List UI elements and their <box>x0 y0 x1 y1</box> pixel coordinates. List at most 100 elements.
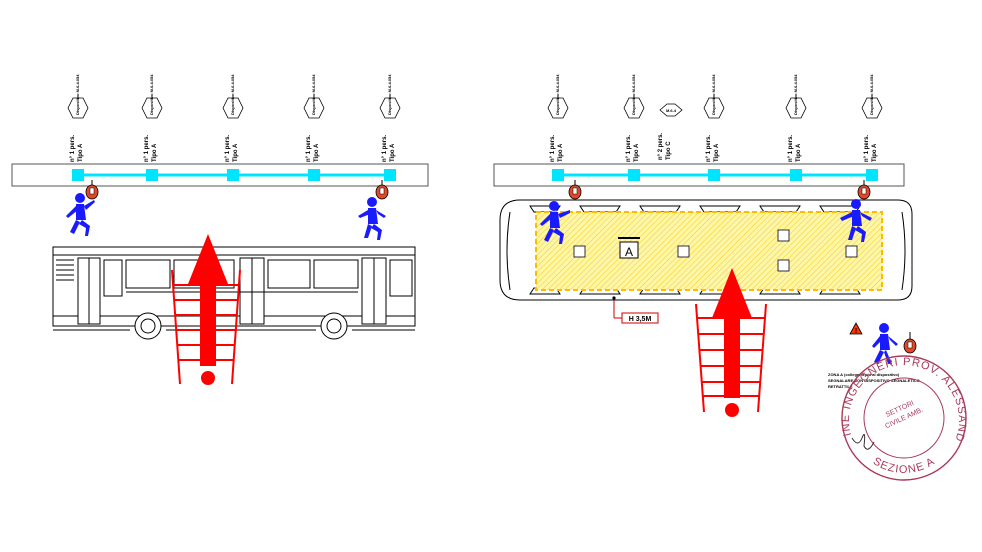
post-label-type: Tipo A <box>558 143 564 162</box>
post-tag-text: Dispositivo M.6.4.054 <box>387 74 392 115</box>
roof-hatch <box>777 229 790 242</box>
harness-icon <box>375 180 389 200</box>
height-tag: H 3,5M <box>612 296 659 324</box>
signature <box>851 433 875 450</box>
note-line3: RETRATTILE <box>828 384 853 389</box>
post-label-persons: n° 1 pers. <box>382 135 388 162</box>
post-label-persons: n° 1 pers. <box>864 135 870 162</box>
post-label-persons: n° 1 pers. <box>706 135 712 162</box>
post-label-type: Tipo A <box>796 143 802 162</box>
extra-post-label1: n° 2 pers. <box>658 133 664 160</box>
stamp-outer-top: ORDINE INGEGNERI PROV. ALESSANDRIA <box>840 356 968 444</box>
post-tag-text: Dispositivo M.6.4.054 <box>75 74 80 115</box>
post-label-persons: n° 1 pers. <box>70 135 76 162</box>
note-line2: SEGNALARE CON DISPOSITIVO SEGNALETICO <box>828 378 920 383</box>
harness-icon <box>903 332 917 354</box>
post-tag-hexagon <box>141 97 163 119</box>
extra-post: M.6.4 n° 2 pers. Tipo C <box>658 103 683 160</box>
anchor-point <box>708 169 720 181</box>
post-tag-text: Dispositivo M.6.4.054 <box>869 74 874 115</box>
roof-hatch <box>677 245 690 258</box>
post-tag-text: Dispositivo M.6.4.054 <box>230 74 235 115</box>
post-label-persons: n° 1 pers. <box>306 135 312 162</box>
extra-post-label2: Tipo C <box>666 141 672 160</box>
post-tag-hexagon <box>222 97 244 119</box>
anchor-point <box>552 169 564 181</box>
roof-hatch <box>777 259 790 272</box>
anchor-post: Dispositivo M.6.4.054 n° 1 pers.Tipo A <box>222 74 244 181</box>
worker-icon <box>66 193 95 236</box>
anchor-post: Dispositivo M.6.4.054 n° 1 pers.Tipo A <box>379 74 401 181</box>
post-label-type: Tipo A <box>233 143 239 162</box>
post-tag-hexagon <box>785 97 807 119</box>
harness-icon <box>568 180 582 200</box>
post-label-persons: n° 1 pers. <box>225 135 231 162</box>
post-tag-text: Dispositivo M.6.4.054 <box>793 74 798 115</box>
worker-icon <box>840 199 872 242</box>
svg-text:!: ! <box>855 328 857 335</box>
worker-icon <box>872 323 898 364</box>
post-tag-text: Dispositivo M.6.4.054 <box>149 74 154 115</box>
post-tag-hexagon <box>379 97 401 119</box>
post-label-type: Tipo A <box>152 143 158 162</box>
anchor-point <box>72 169 84 181</box>
roof-hatch <box>845 245 858 258</box>
access-arrow <box>188 234 228 385</box>
anchor-post: Dispositivo M.6.4.054 n° 1 pers.Tipo A <box>303 74 325 181</box>
post-tag-text: Dispositivo M.6.4.054 <box>631 74 636 115</box>
anchor-point <box>628 169 640 181</box>
legend-note: ZONA A (collegamento al dispositivo) SEG… <box>828 372 920 389</box>
post-tag-text: Dispositivo M.6.4.054 <box>311 74 316 115</box>
post-label-type: Tipo A <box>314 143 320 162</box>
harness-icon <box>857 180 871 200</box>
anchor-post: Dispositivo M.6.4.054 n° 1 pers.Tipo A <box>67 74 89 181</box>
anchor-point <box>227 169 239 181</box>
bus-side-view <box>52 246 416 340</box>
anchor-post: Dispositivo M.6.4.054 n° 1 pers.Tipo A <box>623 74 645 181</box>
post-tag-hexagon <box>623 97 645 119</box>
post-tag-text: Dispositivo M.6.4.054 <box>711 74 716 115</box>
anchor-post: Dispositivo M.6.4.054 n° 1 pers.Tipo A <box>703 74 725 181</box>
post-tag-hexagon <box>861 97 883 119</box>
anchor-point <box>146 169 158 181</box>
post-label-type: Tipo A <box>714 143 720 162</box>
post-tag-hexagon <box>703 97 725 119</box>
post-label-persons: n° 1 pers. <box>788 135 794 162</box>
post-label-persons: n° 1 pers. <box>144 135 150 162</box>
post-label-type: Tipo A <box>634 143 640 162</box>
post-label-type: Tipo A <box>78 143 84 162</box>
engineer-stamp: ORDINE INGEGNERI PROV. ALESSANDRIA SEZIO… <box>840 355 968 481</box>
post-label-persons: n° 1 pers. <box>626 135 632 162</box>
worker-icon <box>358 197 386 240</box>
anchor-point <box>790 169 802 181</box>
access-arrow <box>712 268 752 417</box>
anchor-point <box>308 169 320 181</box>
zone-letter: A <box>625 245 633 259</box>
post-label-persons: n° 1 pers. <box>550 135 556 162</box>
roof-hatch <box>573 245 586 258</box>
hazard-zone <box>535 211 883 291</box>
post-label-type: Tipo A <box>390 143 396 162</box>
worker-icon <box>540 201 570 244</box>
anchor-point <box>866 169 878 181</box>
anchor-post: Dispositivo M.6.4.054 n° 1 pers.Tipo A <box>547 74 569 181</box>
zone-marker: A <box>618 237 640 259</box>
anchor-point <box>384 169 396 181</box>
post-tag-text: Dispositivo M.6.4.054 <box>555 74 560 115</box>
height-tag-text: H 3,5M <box>629 316 652 323</box>
note-line1: ZONA A (collegamento al dispositivo) <box>828 372 900 377</box>
extra-post-tag: M.6.4 <box>666 108 677 113</box>
post-tag-hexagon <box>67 97 89 119</box>
warning-icon: ! <box>849 322 863 335</box>
harness-icon <box>85 180 99 200</box>
anchor-post: Dispositivo M.6.4.054 n° 1 pers.Tipo A <box>141 74 163 181</box>
post-tag-hexagon <box>547 97 569 119</box>
post-tag-hexagon <box>303 97 325 119</box>
anchor-post: Dispositivo M.6.4.054 n° 1 pers.Tipo A <box>785 74 807 181</box>
